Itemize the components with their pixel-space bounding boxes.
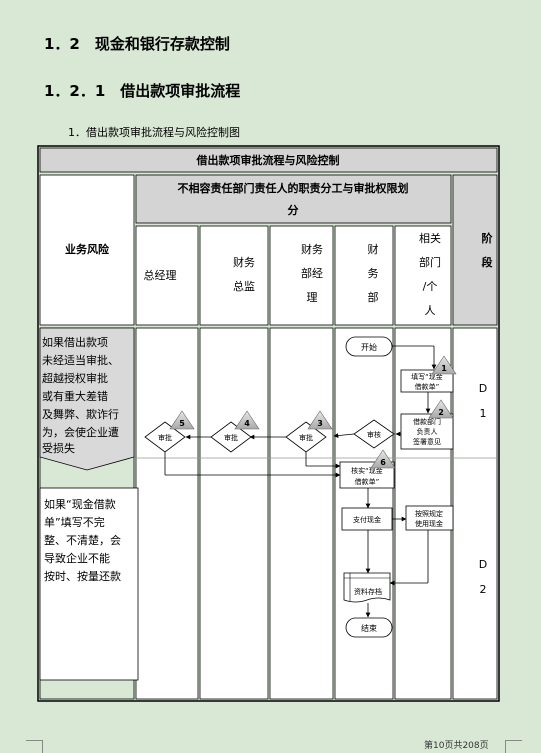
- control-marker: [431, 355, 457, 375]
- subsection-heading: 1．2．1 借出款项审批流程: [44, 82, 241, 100]
- column-label: 总监: [233, 279, 255, 293]
- risk-box-d2: [39, 487, 139, 681]
- control-marker: [428, 399, 454, 419]
- end-node: [345, 617, 393, 638]
- fill-form-label: 借款单”: [415, 382, 440, 391]
- flow-arrow: [333, 433, 355, 438]
- control-marker: [234, 410, 260, 430]
- fill-form-box: [400, 369, 454, 393]
- risk-text: 按时、按量还款: [44, 569, 121, 583]
- marker-number: 3: [317, 419, 323, 428]
- page-number: 第10页共208页: [424, 741, 489, 751]
- column-header-cell: [269, 225, 334, 326]
- pay-cash-label: 支付现金: [353, 515, 381, 524]
- control-marker: [307, 410, 333, 430]
- duty-header-line1: 不相容责任部门责任人的职责分工与审批权限划: [178, 181, 409, 195]
- column-header-cell: [334, 225, 394, 326]
- use-cash-label: 按照规定: [415, 509, 443, 518]
- lane: [199, 327, 269, 700]
- use-cash-label: 使用现金: [415, 519, 443, 528]
- risk-text: 及舞弊、欺诈行: [42, 408, 119, 421]
- approve-diamond: [210, 421, 252, 453]
- archive-box: [343, 572, 391, 603]
- title-cell: [39, 147, 498, 173]
- marker-number: 2: [438, 408, 444, 417]
- column-label: 相关: [419, 231, 441, 245]
- column-header-cell: [394, 225, 452, 326]
- section-heading: 1．2 现金和银行存款控制: [44, 35, 230, 53]
- table-outer-border: [37, 145, 500, 702]
- start-node: [345, 336, 393, 357]
- stage-label: 2: [480, 583, 487, 596]
- end-label: 结束: [361, 623, 377, 633]
- lane: [135, 327, 199, 700]
- risk-text: 或有重大差错: [42, 389, 108, 403]
- risk-text: 整、不清楚，会: [44, 533, 121, 547]
- pay-cash-box: [341, 507, 393, 531]
- risk-text: 为，会使企业遭: [42, 425, 119, 439]
- risk-text: 如果借出款项: [42, 335, 108, 349]
- risk-text: 导致企业不能: [44, 551, 110, 565]
- table-title: 借出款项审批流程与风险控制: [196, 153, 340, 167]
- use-cash-box: [405, 505, 454, 531]
- control-marker: [169, 410, 195, 430]
- risk-text: 未经适当审批、: [42, 353, 119, 367]
- start-label: 开始: [361, 342, 377, 352]
- approve-label: 审批: [299, 433, 313, 442]
- column-label: 务: [368, 267, 379, 280]
- risk-text: 受损失: [42, 441, 75, 455]
- archive-label: 资料存档: [354, 587, 382, 596]
- stage-column-body: [452, 327, 498, 700]
- column-label: 人: [425, 304, 436, 317]
- approve-diamond: [285, 421, 327, 453]
- duty-header-cell: [135, 174, 452, 224]
- stage-header-cell: [452, 174, 498, 326]
- dept-opinion-label: 借款部门: [413, 417, 441, 426]
- page-corner-mark: [505, 740, 522, 753]
- approve-label: 审批: [224, 433, 238, 442]
- duty-header-line2: 分: [288, 203, 299, 217]
- review-label: 审核: [367, 430, 381, 439]
- page-corner-mark: [26, 740, 43, 753]
- risk-text: 如果“现金借款: [44, 497, 116, 511]
- column-label: 部门: [419, 255, 441, 269]
- figure-caption: 1．借出款项审批流程与风险控制图: [68, 126, 240, 139]
- dept-opinion-label: 负责人: [417, 427, 438, 436]
- stage-header-line2: 段: [482, 255, 493, 269]
- stage-header-line1: 阶: [482, 231, 494, 245]
- marker-number: 6: [380, 458, 386, 467]
- stage-label: 1: [480, 407, 487, 420]
- column-label: 财务: [301, 242, 323, 256]
- stage-label: D: [479, 558, 487, 571]
- risk-header: 业务风险: [65, 242, 110, 256]
- column-header-cell: [199, 225, 269, 326]
- risk-text: 超越授权审批: [42, 371, 108, 385]
- column-label: 财务: [233, 255, 255, 269]
- control-marker: [370, 449, 396, 469]
- column-label: 理: [307, 291, 318, 304]
- review-diamond: [353, 419, 395, 449]
- approve-label: 审批: [158, 433, 172, 442]
- approve-diamond: [144, 421, 186, 453]
- marker-number: 1: [441, 364, 447, 373]
- risk-box-d1: [39, 327, 135, 471]
- marker-number: 5: [179, 419, 185, 428]
- column-label: /个: [423, 280, 438, 293]
- dept-opinion-box: [400, 413, 454, 450]
- column-label: 部: [368, 290, 379, 304]
- stage-label: D: [479, 382, 487, 395]
- column-header-cell: [135, 225, 199, 326]
- marker-number: 4: [244, 419, 250, 428]
- lane: [269, 327, 334, 700]
- column-label: 总经理: [144, 268, 177, 282]
- column-label: 部经: [301, 266, 323, 280]
- risk-header-cell: [39, 174, 135, 326]
- risk-text: 单”填写不完: [44, 515, 105, 529]
- verify-label: 借款单”: [355, 477, 380, 486]
- fill-form-label: 填写“现金: [411, 372, 443, 381]
- verify-label: 核实“现金: [351, 466, 383, 475]
- dept-opinion-label: 签署意见: [413, 437, 441, 446]
- column-label: 财: [368, 242, 379, 256]
